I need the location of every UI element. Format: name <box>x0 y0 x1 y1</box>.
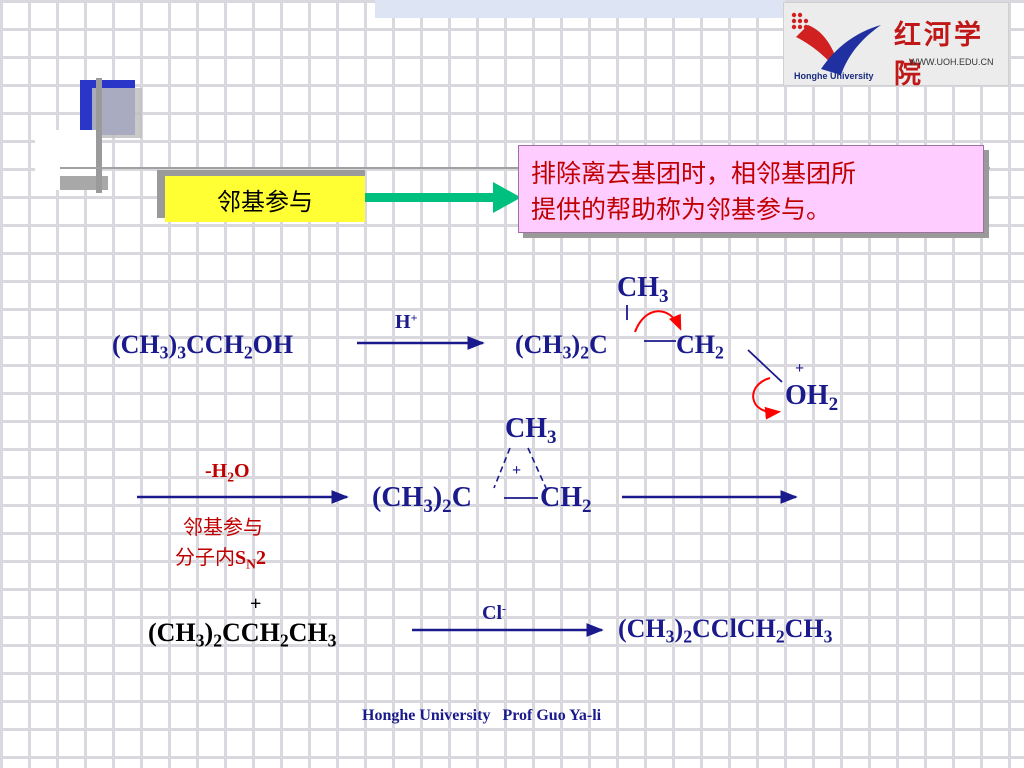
intermediate-1-bonds <box>626 305 783 420</box>
reaction-arrow-2 <box>137 490 349 504</box>
concept-label: 邻基参与 <box>165 176 365 222</box>
intermediate-1-ch2: CH2 <box>676 330 724 363</box>
concept-arrow <box>365 182 521 213</box>
mechanism-note-1: 邻基参与 <box>183 515 263 539</box>
intermediate-1-ch3: CH3 <box>617 272 669 308</box>
bridged-ion-chain: (CH3)2C <box>372 482 472 518</box>
logo-name-cn: 红河学院 <box>894 20 984 90</box>
reaction-arrow-3 <box>622 490 798 504</box>
reagent-minus-water: -H2O <box>205 460 250 485</box>
logo: 红河学院 WWW.UOH.EDU.CN Honghe University <box>783 2 1009 90</box>
carbocation: (CH3)2CCH2CH3 <box>148 618 337 651</box>
logo-name-en: Honghe University <box>794 71 874 81</box>
bridged-ion-ch3: CH3 <box>505 413 557 449</box>
reagent-h-plus: H+ <box>395 310 418 333</box>
logo-url: WWW.UOH.EDU.CN <box>909 57 994 67</box>
footer-credit: Honghe University Prof Guo Ya-li <box>362 707 602 724</box>
top-band <box>375 0 785 18</box>
concept-label-text: 邻基参与 <box>217 187 313 216</box>
bridged-ion-ch2: CH2 <box>540 482 592 518</box>
bridged-ion-bonds <box>493 447 547 499</box>
intermediate-1-charge: + <box>795 360 805 377</box>
reaction-arrow-4 <box>412 623 604 637</box>
bridged-ion-charge: + <box>512 462 522 479</box>
logo-emblem <box>791 12 881 75</box>
carbocation-charge: + <box>250 593 262 615</box>
reaction-arrow-1 <box>357 336 485 350</box>
definition-box: 排除离去基团时，相邻基团所 提供的帮助称为邻基参与。 <box>518 145 984 233</box>
intermediate-1-oh2: OH2 <box>785 380 839 416</box>
reactant-1: (CH3)3CCH2OH <box>112 330 294 363</box>
definition-line-2: 提供的帮助称为邻基参与。 <box>531 195 832 224</box>
mechanism-note-2: 分子内SN2 <box>175 545 266 572</box>
definition-line-1: 排除离去基团时，相邻基团所 <box>531 159 857 188</box>
intermediate-1-chain: (CH3)2C <box>515 330 608 363</box>
reagent-chloride: Cl- <box>482 601 506 624</box>
product: (CH3)2CClCH2CH3 <box>618 614 833 647</box>
